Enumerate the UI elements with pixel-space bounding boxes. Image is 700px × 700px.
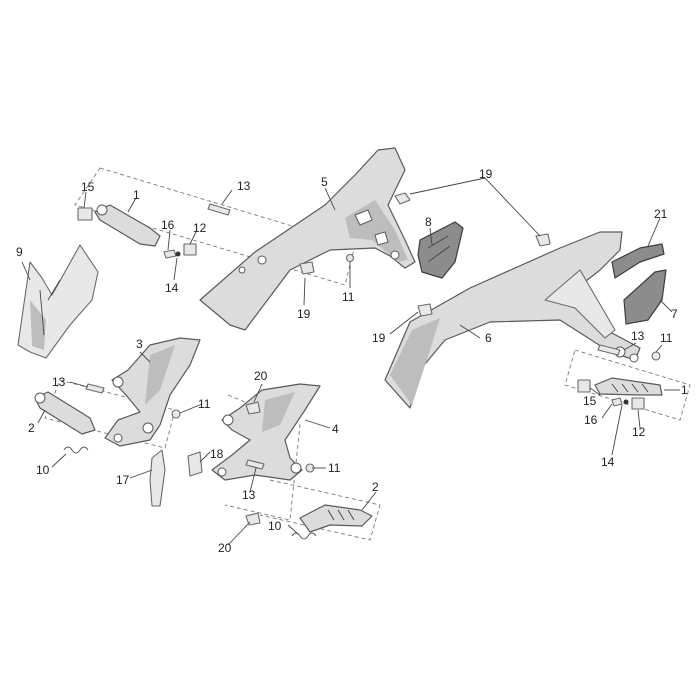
- callout-3: 3: [136, 337, 143, 351]
- callout-18: 18: [210, 447, 224, 461]
- callout-10-left: 10: [36, 463, 50, 477]
- callout-7: 7: [671, 307, 678, 321]
- callout-19-mid: 19: [297, 307, 311, 321]
- part-7-cover: [623, 269, 667, 325]
- callout-8: 8: [425, 215, 432, 229]
- callout-12-right: 12: [632, 425, 646, 439]
- callout-16-right: 16: [584, 413, 598, 427]
- callout-14-left: 14: [165, 281, 179, 295]
- part-8-cover: [417, 221, 464, 279]
- callout-17: 17: [116, 473, 130, 487]
- callout-4: 4: [332, 422, 339, 436]
- callout-19-left: 19: [372, 331, 386, 345]
- part-6-frame: [384, 231, 641, 409]
- callout-15-right: 15: [583, 394, 597, 408]
- callout-14-right: 14: [601, 455, 615, 469]
- part-5-frame: [199, 147, 416, 331]
- callout-11-mid: 11: [328, 461, 341, 475]
- part-2-footpeg-right: [299, 504, 373, 533]
- callout-13-left: 13: [52, 375, 66, 389]
- callout-11-left: 11: [198, 397, 211, 411]
- callout-20-bottom: 20: [218, 541, 232, 555]
- callout-6: 6: [485, 331, 492, 345]
- part-1-footpeg-right: [594, 377, 663, 396]
- part-3-hanger: [104, 337, 201, 447]
- callout-1-left: 1: [133, 188, 140, 202]
- part-9-mudguard: [17, 244, 99, 359]
- callout-13-right: 13: [631, 329, 645, 343]
- callout-12-left: 12: [193, 221, 207, 235]
- part-2-footpeg-left: [34, 391, 96, 435]
- callout-13-top: 13: [237, 179, 251, 193]
- part-21-cover: [611, 243, 665, 279]
- callout-13-bottom: 13: [242, 488, 256, 502]
- callout-1-right: 1: [681, 383, 688, 397]
- callout-2-right: 2: [372, 480, 379, 494]
- callout-5: 5: [321, 175, 328, 189]
- part-4-hanger: [211, 383, 321, 481]
- callout-16-left: 16: [161, 218, 175, 232]
- callout-11-right: 11: [660, 331, 673, 345]
- callout-15-left: 15: [81, 180, 95, 194]
- callout-labels: 1 15 13 16 12 14 9 5 11 19 19 8 21 7 6 1…: [16, 167, 688, 555]
- callout-19-top: 19: [479, 167, 493, 181]
- callout-11-top: 11: [342, 290, 355, 304]
- callout-2-left: 2: [28, 421, 35, 435]
- callout-20-top: 20: [254, 369, 268, 383]
- callout-9: 9: [16, 245, 23, 259]
- callout-21: 21: [654, 207, 668, 221]
- callout-10-right: 10: [268, 519, 282, 533]
- leader-lines: [21, 177, 680, 546]
- part-1-footpeg-left: [94, 204, 161, 247]
